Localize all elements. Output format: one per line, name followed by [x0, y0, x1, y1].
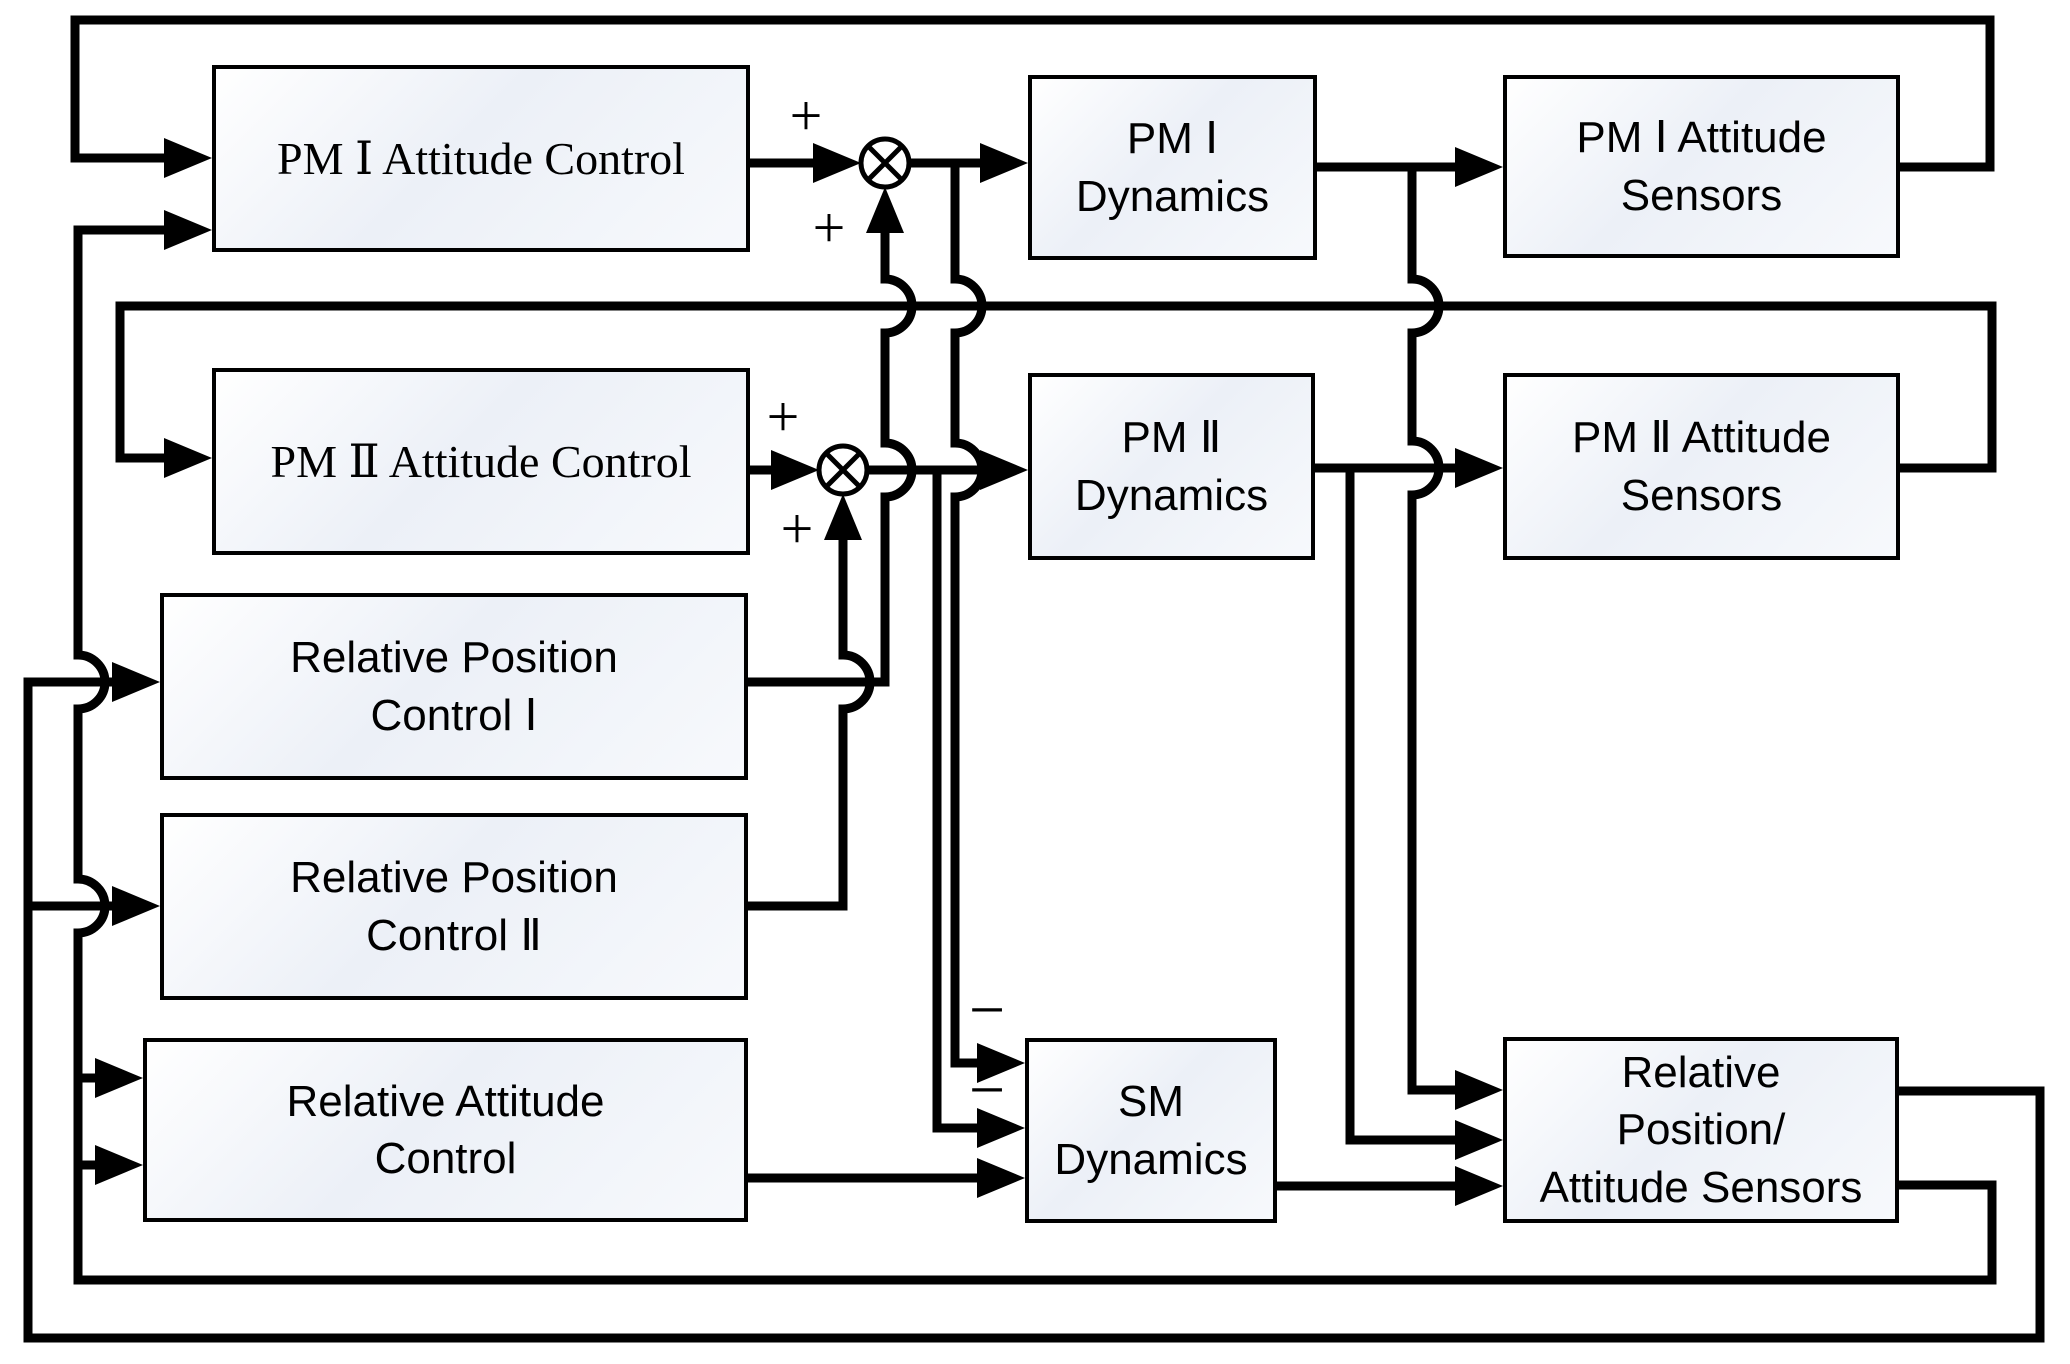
sm-input1-minus-sign: − [968, 974, 1006, 1045]
block-pm2-dynamics: PM Ⅱ Dynamics [1028, 373, 1315, 560]
block-label: PM Ⅰ [1126, 114, 1219, 164]
summing-junction-pm1 [858, 136, 912, 190]
sum1-left-sign: + [789, 83, 823, 148]
block-label: PM Ⅱ Attitude Control [270, 435, 692, 487]
wire-rpc1-to-sum1 [748, 233, 917, 687]
block-relative-position-attitude-sensors: Relative Position/ Attitude Sensors [1503, 1037, 1899, 1223]
block-label: PM Ⅱ [1121, 413, 1222, 463]
block-label: PM Ⅱ Attitude [1572, 413, 1831, 463]
block-relative-position-control-2: Relative Position Control Ⅱ [160, 813, 748, 1000]
arrowhead [1455, 147, 1503, 187]
block-label: Dynamics [1075, 171, 1270, 221]
block-label: Attitude Sensors [1539, 1162, 1863, 1212]
block-label: Relative Position [290, 853, 618, 903]
block-label: Dynamics [1054, 1134, 1248, 1184]
block-sm-dynamics: SM Dynamics [1025, 1038, 1277, 1223]
wire-pm2-sensor-feedback [115, 301, 1997, 473]
arrowhead [866, 187, 904, 233]
block-relative-position-control-1: Relative Position Control Ⅰ [160, 593, 748, 780]
sm-input2-minus-sign: − [968, 1054, 1006, 1125]
arrowhead [977, 1043, 1025, 1083]
summing-junction-pm2 [816, 443, 870, 497]
block-label: Control Ⅱ [366, 910, 542, 960]
wire-pm1-sensor-feedback [70, 15, 1995, 172]
block-pm2-attitude-control: PM Ⅱ Attitude Control [212, 368, 750, 555]
arrowhead [771, 450, 819, 490]
block-pm1-dynamics: PM Ⅰ Dynamics [1028, 75, 1317, 260]
arrowhead [164, 210, 212, 250]
block-label: Control [374, 1134, 517, 1183]
arrowhead [980, 450, 1028, 490]
arrowhead [164, 138, 212, 178]
block-label: Relative [1621, 1048, 1781, 1098]
block-label: Position/ [1616, 1105, 1786, 1155]
arrowhead [95, 1058, 143, 1098]
arrowhead [95, 1145, 143, 1185]
arrowhead [1455, 1120, 1503, 1160]
arrowhead [824, 494, 862, 540]
block-label: PM Ⅰ Attitude [1576, 113, 1827, 163]
sum1-bottom-sign: + [812, 195, 846, 260]
arrowhead [977, 1158, 1025, 1198]
block-label: Relative Attitude [286, 1076, 605, 1126]
block-pm1-attitude-sensors: PM Ⅰ Attitude Sensors [1503, 75, 1900, 258]
arrowhead [112, 886, 160, 926]
arrowhead [1455, 448, 1503, 488]
arrowhead [1455, 1070, 1503, 1110]
wire-pm1dyn-branch-to-rpa [1407, 167, 1461, 1095]
block-relative-attitude-control: Relative Attitude Control [143, 1038, 748, 1222]
wire-sum2-branch-to-sm [932, 470, 983, 1133]
wire-rpa-sensor-feedback-1 [23, 677, 2045, 1343]
arrowhead [980, 143, 1028, 183]
wire-rpc2-to-sum2 [748, 540, 875, 911]
block-label: Sensors [1620, 470, 1783, 520]
block-pm1-attitude-control: PM Ⅰ Attitude Control [212, 65, 750, 252]
block-label: Sensors [1620, 170, 1783, 220]
block-pm2-attitude-sensors: PM Ⅱ Attitude Sensors [1503, 373, 1900, 560]
block-label: Relative Position [290, 633, 618, 683]
block-label: SM [1118, 1077, 1184, 1127]
arrowhead [164, 438, 212, 478]
block-label: Control Ⅰ [370, 690, 538, 740]
arrowheads [95, 138, 1503, 1206]
wire-sum1-branch-to-sm [950, 163, 987, 1068]
arrowhead [112, 662, 160, 702]
sum2-bottom-sign: + [780, 496, 814, 561]
sum2-left-sign: + [766, 384, 800, 449]
block-label: PM Ⅰ Attitude Control [277, 132, 685, 184]
arrowhead [813, 143, 861, 183]
arrowhead [1455, 1166, 1503, 1206]
wire-rpa-sensor-feedback-2 [73, 225, 1997, 1285]
arrowhead [977, 1108, 1025, 1148]
wire-pm2dyn-branch-to-rpa [1345, 468, 1461, 1145]
block-label: Dynamics [1074, 470, 1269, 520]
